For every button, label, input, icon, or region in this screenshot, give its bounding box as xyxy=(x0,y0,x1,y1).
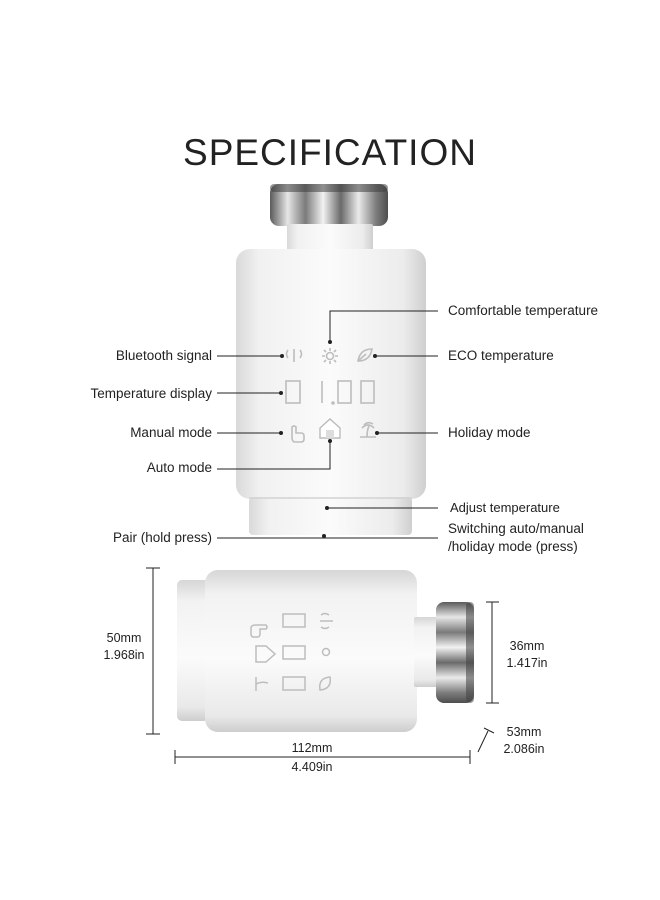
label-adjust-temperature: Adjust temperature xyxy=(450,500,560,515)
dimension-height-in: 1.968in xyxy=(103,648,145,662)
hand-icon xyxy=(291,425,305,443)
home-icon xyxy=(319,418,341,439)
label-auto-mode: Auto mode xyxy=(146,460,212,475)
label-switching-line2: /holiday mode (press) xyxy=(448,539,578,554)
dimension-length-mm: 112mm xyxy=(291,741,333,755)
leader-auto xyxy=(217,441,331,470)
label-holiday-mode: Holiday mode xyxy=(448,425,531,440)
temperature-digits xyxy=(285,380,375,405)
side-palm-icon xyxy=(255,677,269,691)
dimension-cap-in: 1.417in xyxy=(506,656,548,670)
side-home-icon xyxy=(255,645,277,663)
device-body xyxy=(236,249,426,499)
sun-icon xyxy=(322,348,338,364)
label-comfortable-temperature: Comfortable temperature xyxy=(448,303,599,318)
dimension-height-mm: 50mm xyxy=(106,631,142,645)
side-digits-middle xyxy=(282,645,306,660)
side-bluetooth-icon xyxy=(320,612,333,630)
bluetooth-signal-icon xyxy=(285,349,303,362)
side-body xyxy=(205,570,417,732)
label-eco-temperature: ECO temperature xyxy=(448,348,554,363)
label-pair: Pair (hold press) xyxy=(112,530,212,545)
device-neck xyxy=(287,224,373,252)
device-side-view xyxy=(146,567,499,764)
length-dimension-line xyxy=(174,750,471,764)
dimension-depth: 53mm 2.086in xyxy=(498,724,550,758)
page-title: SPECIFICATION xyxy=(183,132,477,173)
dimension-height: 50mm 1.968in xyxy=(96,630,152,664)
side-digits-bottom xyxy=(282,676,306,691)
side-metal-cap xyxy=(436,602,474,703)
side-hand-icon xyxy=(250,624,268,638)
side-neck xyxy=(414,617,440,687)
dimension-depth-mm: 53mm xyxy=(506,725,542,739)
height-dimension-line xyxy=(146,567,160,735)
label-switching-line1: Switching auto/manual xyxy=(448,521,584,536)
palm-tree-icon xyxy=(360,421,376,438)
leaf-icon xyxy=(357,348,373,362)
device-base xyxy=(249,497,412,535)
device-front-view xyxy=(217,184,438,539)
side-sun-icon xyxy=(321,647,331,657)
cap-dimension-line xyxy=(486,601,499,704)
label-manual-mode: Manual mode xyxy=(130,425,212,440)
dimension-depth-in: 2.086in xyxy=(503,742,545,756)
dimension-cap-mm: 36mm xyxy=(509,639,545,653)
label-temperature-display: Temperature display xyxy=(90,386,212,401)
side-base xyxy=(177,580,209,721)
dimension-cap: 36mm 1.417in xyxy=(502,638,552,672)
leader-comfortable xyxy=(329,310,438,342)
metal-cap xyxy=(270,184,388,226)
label-bluetooth-signal: Bluetooth signal xyxy=(115,348,212,363)
dimension-length: 112mm 4.409in xyxy=(272,740,352,776)
side-leaf-icon xyxy=(318,676,332,691)
depth-dimension-line xyxy=(477,727,495,753)
side-digits-top xyxy=(282,613,306,628)
dimension-length-in: 4.409in xyxy=(291,760,333,774)
